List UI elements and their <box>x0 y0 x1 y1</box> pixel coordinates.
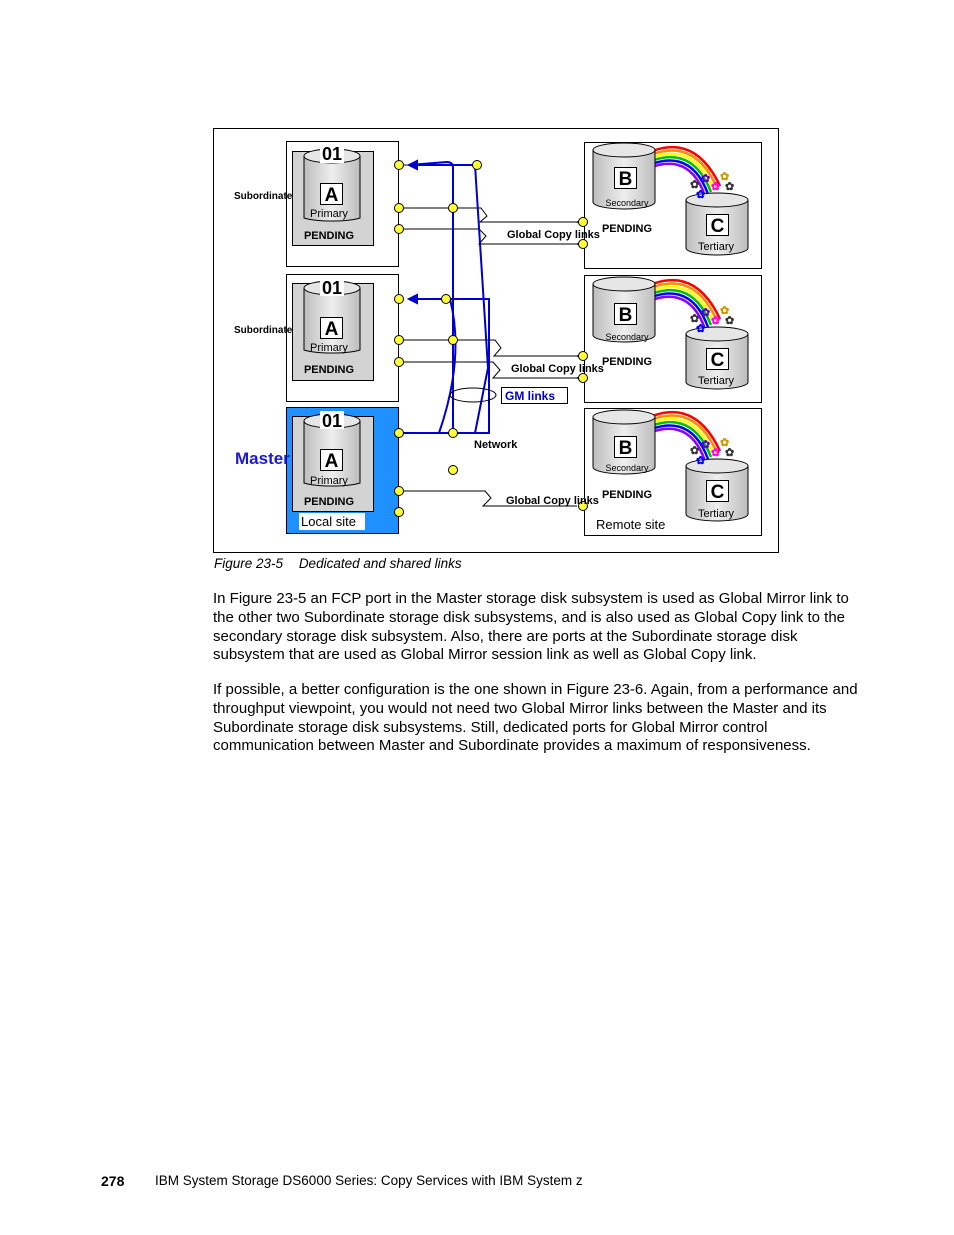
gm-links-callout: GM links <box>449 387 568 404</box>
volume-state: PENDING <box>304 230 354 242</box>
volume-state: PENDING <box>304 364 354 376</box>
global-copy-links-label-3: Global Copy links <box>506 495 599 507</box>
remote-box-1: B Secondary PENDING ✿✿ ✿✿ ✿✿ C Tertiary <box>584 142 762 269</box>
gm-links-label: GM links <box>505 389 555 403</box>
svg-text:✿: ✿ <box>701 307 710 319</box>
tertiary-label: Tertiary <box>698 375 735 387</box>
master-label: Master <box>235 449 290 468</box>
local-box-1: 01 A Primary PENDING Subordinate <box>234 141 399 267</box>
svg-text:✿: ✿ <box>690 313 699 325</box>
svg-text:✿: ✿ <box>720 305 729 317</box>
volume-role: Primary <box>310 475 348 487</box>
svg-text:✿: ✿ <box>720 171 729 183</box>
volume-letter: A <box>325 319 339 340</box>
remote-box-3: B Secondary PENDING ✿✿ ✿✿ ✿✿ C Tertiary … <box>584 408 762 536</box>
local-site-label: Local site <box>301 514 356 529</box>
tertiary-letter: C <box>711 350 725 371</box>
svg-text:✿: ✿ <box>720 437 729 449</box>
local-box-2: 01 A Primary PENDING Subordinate <box>234 274 399 402</box>
remote-box-2: B Secondary PENDING ✿✿ ✿✿ ✿✿ C Tertiary <box>584 275 762 403</box>
volume-id: 01 <box>322 144 342 164</box>
tertiary-letter: C <box>711 216 725 237</box>
svg-text:✿: ✿ <box>725 181 734 193</box>
svg-text:✿: ✿ <box>725 315 734 327</box>
svg-text:✿: ✿ <box>696 189 705 201</box>
volume-letter: A <box>325 451 339 472</box>
figure-23-5: 01 A Primary PENDING Subordinate 01 A Pr… <box>213 128 779 553</box>
secondary-letter: B <box>619 169 633 190</box>
running-title: IBM System Storage DS6000 Series: Copy S… <box>155 1173 583 1188</box>
svg-text:✿: ✿ <box>711 447 720 459</box>
volume-id: 01 <box>322 278 342 298</box>
svg-text:✿: ✿ <box>690 445 699 457</box>
volume-state: PENDING <box>304 496 354 508</box>
volume-role: Primary <box>310 342 348 354</box>
tertiary-label: Tertiary <box>698 241 735 253</box>
svg-text:✿: ✿ <box>690 179 699 191</box>
network-label: Network <box>474 439 518 451</box>
svg-text:✿: ✿ <box>701 173 710 185</box>
secondary-label: Secondary <box>605 198 649 208</box>
local-box-master: 01 A Primary PENDING Master Local site <box>235 407 399 534</box>
tertiary-label: Tertiary <box>698 508 735 520</box>
caption-text: Dedicated and shared links <box>298 556 462 571</box>
svg-text:✿: ✿ <box>725 447 734 459</box>
remote-state: PENDING <box>602 489 652 501</box>
volume-letter: A <box>325 185 339 206</box>
global-copy-links-label-2: Global Copy links <box>511 363 604 375</box>
subordinate-label: Subordinate <box>234 325 293 336</box>
svg-text:✿: ✿ <box>701 439 710 451</box>
tertiary-letter: C <box>711 482 725 503</box>
ports <box>394 160 588 517</box>
global-copy-links-label-1: Global Copy links <box>507 229 600 241</box>
body-paragraph-2: If possible, a better configuration is t… <box>213 681 858 755</box>
page-number: 278 <box>101 1173 125 1189</box>
secondary-label: Secondary <box>605 463 649 473</box>
svg-text:✿: ✿ <box>711 315 720 327</box>
remote-state: PENDING <box>602 223 652 235</box>
remote-site-label: Remote site <box>596 517 665 532</box>
volume-role: Primary <box>310 208 348 220</box>
figure-caption: Figure 23-5 Dedicated and shared links <box>214 556 462 571</box>
volume-id: 01 <box>322 411 342 431</box>
svg-text:✿: ✿ <box>711 181 720 193</box>
svg-text:✿: ✿ <box>696 323 705 335</box>
subordinate-label: Subordinate <box>234 191 293 202</box>
caption-label: Figure 23-5 <box>214 556 284 571</box>
remote-state: PENDING <box>602 356 652 368</box>
svg-text:✿: ✿ <box>696 455 705 467</box>
secondary-letter: B <box>619 438 633 459</box>
secondary-letter: B <box>619 305 633 326</box>
secondary-label: Secondary <box>605 332 649 342</box>
body-paragraph-1: In Figure 23-5 an FCP port in the Master… <box>213 590 849 664</box>
